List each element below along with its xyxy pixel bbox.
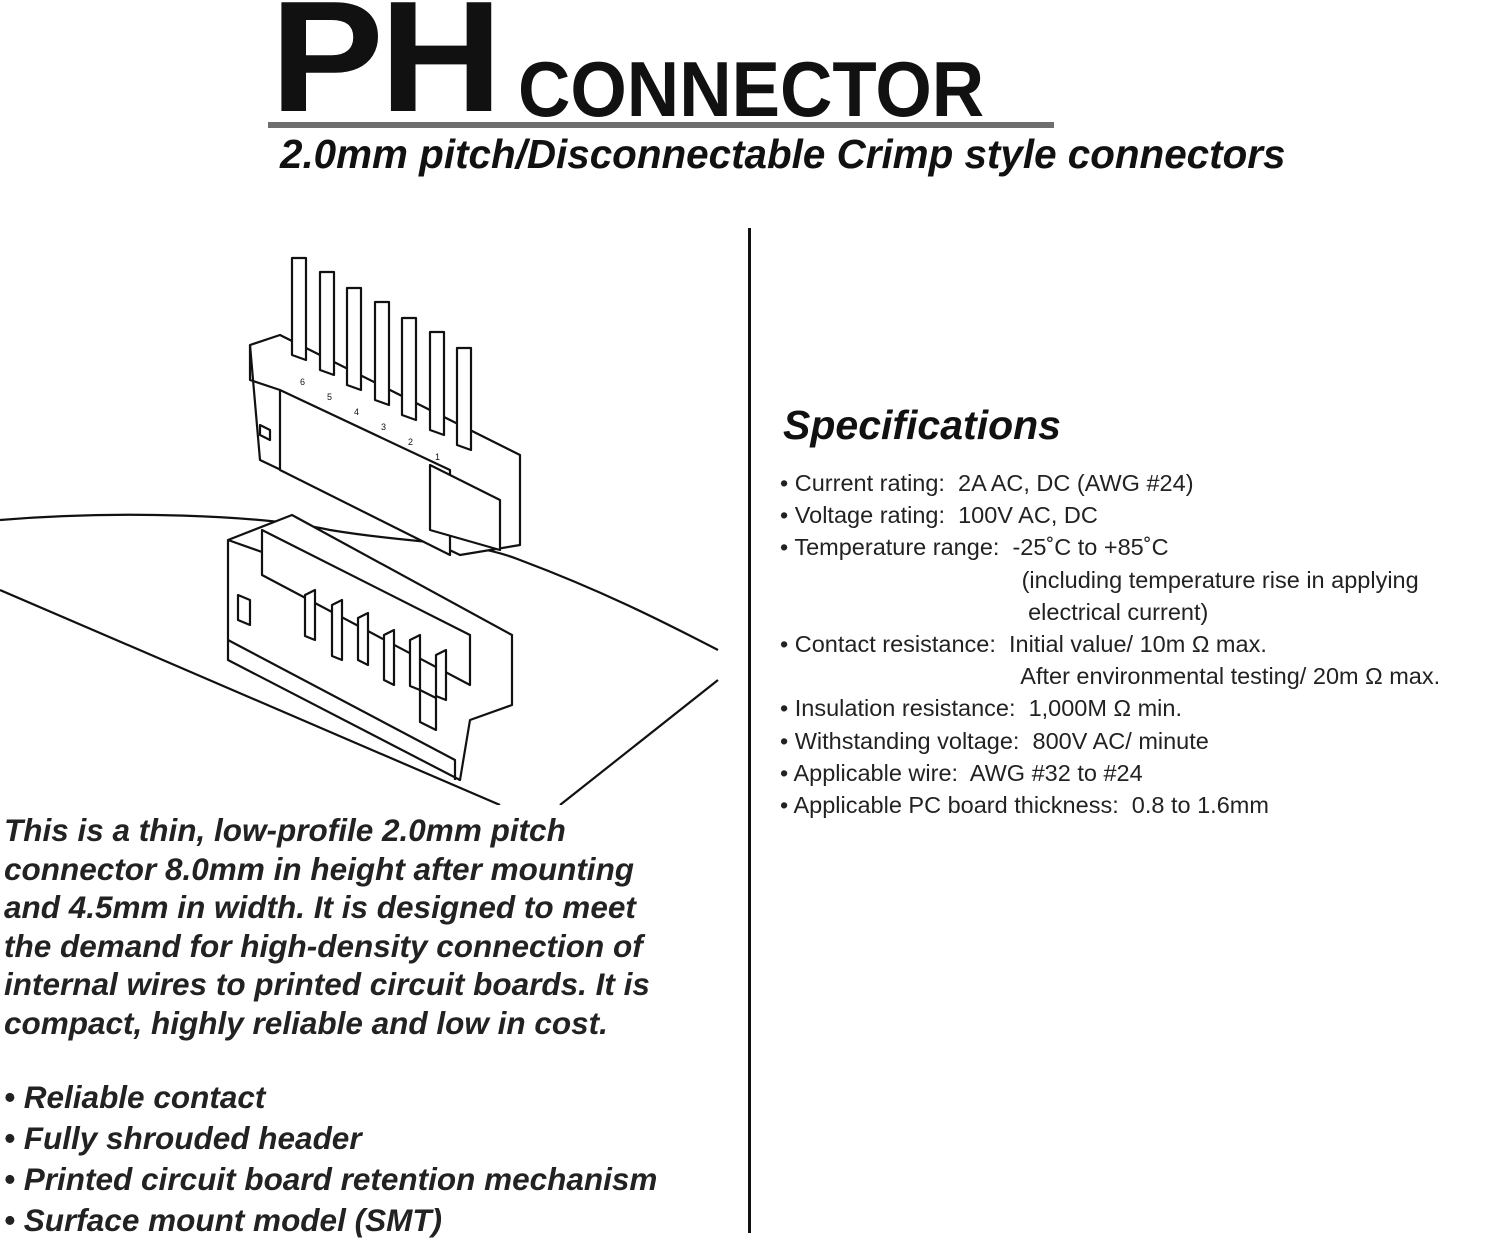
column-divider	[748, 228, 751, 1233]
spec-line: • Applicable wire: AWG #32 to #24	[780, 759, 1143, 786]
title-underline	[268, 122, 1054, 128]
description-line: the demand for high-density connection o…	[4, 927, 643, 964]
feature-item: • Fully shrouded header	[4, 1120, 362, 1156]
connector-illustration: 6 5 4 3 2 1	[0, 256, 719, 805]
pin-number-label: 2	[408, 437, 413, 447]
description-line: connector 8.0mm in height after mounting	[4, 850, 635, 887]
pin-number-label: 4	[354, 407, 359, 417]
spec-line: electrical current)	[780, 598, 1209, 625]
pin-number-label: 1	[435, 452, 440, 462]
header-pins	[303, 588, 448, 702]
description-paragraph: This is a thin, low-profile 2.0mm pitch …	[4, 811, 650, 1043]
feature-item: • Surface mount model (SMT)	[4, 1202, 443, 1238]
spec-line: • Temperature range: -25˚C to +85˚C	[780, 534, 1169, 561]
title-ph: PH	[270, 0, 503, 145]
wires	[290, 256, 473, 452]
spec-line: • Insulation resistance: 1,000M Ω min.	[780, 695, 1182, 722]
features-list: • Reliable contact • Fully shrouded head…	[4, 1077, 657, 1241]
pin-number-label: 5	[327, 392, 332, 402]
feature-item: • Reliable contact	[4, 1079, 266, 1115]
spec-line: • Contact resistance: Initial value/ 10m…	[780, 631, 1267, 658]
description-line: internal wires to printed circuit boards…	[4, 966, 650, 1003]
title-connector: CONNECTOR	[518, 45, 985, 133]
description-line: compact, highly reliable and low in cost…	[4, 1004, 608, 1041]
spec-line: • Applicable PC board thickness: 0.8 to …	[780, 792, 1269, 819]
pin-number-label: 6	[300, 377, 305, 387]
spec-line: After environmental testing/ 20m Ω max.	[780, 663, 1441, 690]
specifications-list: • Current rating: 2A AC, DC (AWG #24) • …	[780, 467, 1440, 821]
feature-item: • Printed circuit board retention mechan…	[4, 1161, 658, 1197]
spec-line: • Voltage rating: 100V AC, DC	[780, 502, 1098, 529]
spec-line: • Current rating: 2A AC, DC (AWG #24)	[780, 470, 1194, 496]
description-line: and 4.5mm in width. It is designed to me…	[4, 889, 636, 926]
spec-line: • Withstanding voltage: 800V AC/ minute	[780, 727, 1209, 754]
description-line: This is a thin, low-profile 2.0mm pitch	[4, 812, 566, 848]
pin-number-label: 3	[381, 422, 386, 432]
specifications-heading: Specifications	[783, 402, 1061, 448]
spec-line: (including temperature rise in applying	[780, 566, 1419, 593]
subtitle: 2.0mm pitch/Disconnectable Crimp style c…	[280, 131, 1286, 177]
